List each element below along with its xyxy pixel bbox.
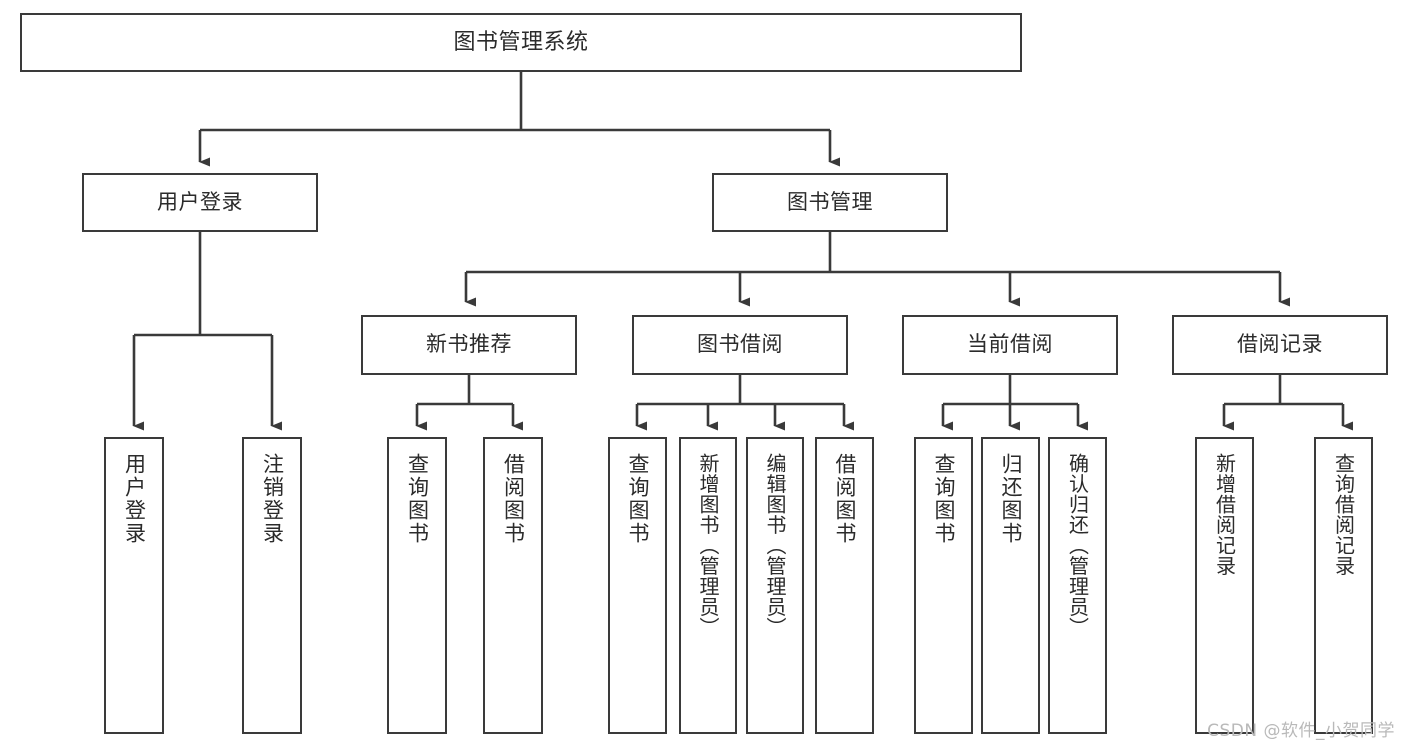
node-book-borrow[interactable]: 图书借阅 [632, 315, 848, 375]
leaf-user-login-label: 用户登录 [122, 453, 147, 545]
leaf-logout-login[interactable]: 注销登录 [242, 437, 302, 734]
leaf-return-book-label: 归还图书 [999, 453, 1023, 545]
node-current-borrow-label: 当前借阅 [967, 332, 1053, 357]
watermark-text: CSDN @软件_小贺同学 [1207, 721, 1395, 741]
leaf-borrow-book-1[interactable]: 借阅图书 [483, 437, 543, 734]
leaf-query-book-1[interactable]: 查询图书 [387, 437, 447, 734]
node-book-management-label: 图书管理 [787, 189, 873, 214]
node-user-login[interactable]: 用户登录 [82, 173, 318, 232]
node-new-book-recommend-label: 新书推荐 [426, 332, 512, 357]
node-current-borrow[interactable]: 当前借阅 [902, 315, 1118, 375]
leaf-user-login[interactable]: 用户登录 [104, 437, 164, 734]
leaf-query-record[interactable]: 查询借阅记录 [1314, 437, 1373, 734]
node-new-book-recommend[interactable]: 新书推荐 [361, 315, 577, 375]
leaf-query-book-2-label: 查询图书 [626, 453, 650, 545]
node-book-management[interactable]: 图书管理 [712, 173, 948, 232]
leaf-add-record-label: 新增借阅记录 [1212, 453, 1237, 576]
leaf-logout-login-label: 注销登录 [260, 453, 285, 545]
node-root[interactable]: 图书管理系统 [20, 13, 1022, 72]
leaf-query-book-1-label: 查询图书 [405, 453, 430, 545]
leaf-query-book-3[interactable]: 查询图书 [914, 437, 973, 734]
leaf-query-book-3-label: 查询图书 [932, 453, 956, 545]
leaf-borrow-book-2-label: 借阅图书 [833, 453, 857, 545]
leaf-add-book[interactable]: 新增图书（管理员） [679, 437, 737, 734]
node-book-borrow-label: 图书借阅 [697, 332, 783, 357]
leaf-confirm-return[interactable]: 确认归还（管理员） [1048, 437, 1107, 734]
node-borrow-record[interactable]: 借阅记录 [1172, 315, 1388, 375]
leaf-add-record[interactable]: 新增借阅记录 [1195, 437, 1254, 734]
leaf-return-book[interactable]: 归还图书 [981, 437, 1040, 734]
node-user-login-label: 用户登录 [157, 189, 243, 214]
leaf-query-book-2[interactable]: 查询图书 [608, 437, 667, 734]
node-borrow-record-label: 借阅记录 [1237, 332, 1323, 357]
node-root-label: 图书管理系统 [453, 29, 589, 55]
leaf-edit-book-label: 编辑图书（管理员） [763, 453, 787, 638]
leaf-confirm-return-label: 确认归还（管理员） [1065, 453, 1090, 638]
leaf-edit-book[interactable]: 编辑图书（管理员） [746, 437, 804, 734]
leaf-query-record-label: 查询借阅记录 [1331, 453, 1356, 576]
leaf-borrow-book-2[interactable]: 借阅图书 [815, 437, 874, 734]
leaf-borrow-book-1-label: 借阅图书 [501, 453, 526, 545]
leaf-add-book-label: 新增图书（管理员） [696, 453, 720, 638]
